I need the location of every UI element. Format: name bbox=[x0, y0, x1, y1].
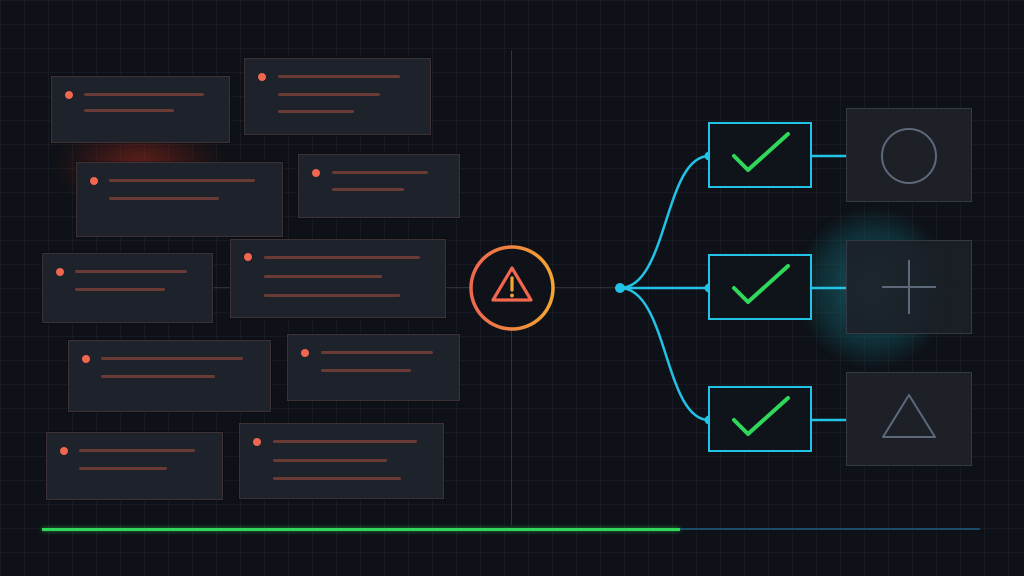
alert-text-line bbox=[84, 93, 204, 96]
triangle-icon bbox=[882, 394, 936, 438]
alert-card[interactable] bbox=[244, 58, 431, 135]
alert-text-line bbox=[332, 171, 428, 174]
alert-text-line bbox=[278, 110, 354, 113]
alert-card[interactable] bbox=[42, 253, 213, 323]
alert-dot-icon bbox=[244, 253, 252, 261]
alert-card[interactable] bbox=[287, 334, 460, 401]
alert-dot-icon bbox=[65, 91, 73, 99]
circle-icon bbox=[881, 128, 937, 184]
progress-bar bbox=[42, 527, 980, 531]
alert-text-line bbox=[278, 75, 400, 78]
branch-root-node bbox=[615, 283, 625, 293]
warning-triangle bbox=[491, 266, 533, 302]
alert-text-line bbox=[332, 188, 404, 191]
alert-card[interactable] bbox=[230, 239, 446, 318]
check-icon bbox=[732, 264, 790, 304]
alert-text-line bbox=[273, 477, 401, 480]
progress-fill bbox=[42, 527, 680, 531]
alert-text-line bbox=[84, 109, 174, 112]
alert-card[interactable] bbox=[298, 154, 460, 218]
alert-text-line bbox=[109, 179, 255, 182]
branch-connector-bottom bbox=[619, 286, 710, 422]
alert-text-line bbox=[75, 270, 187, 273]
plus-icon bbox=[882, 260, 936, 314]
alert-text-line bbox=[79, 467, 167, 470]
alert-dot-icon bbox=[301, 349, 309, 357]
alert-dot-icon bbox=[258, 73, 266, 81]
alert-text-line bbox=[278, 93, 380, 96]
alert-text-line bbox=[321, 351, 433, 354]
alert-card[interactable] bbox=[68, 340, 271, 412]
alert-card[interactable] bbox=[76, 162, 283, 237]
shape-box-triangle[interactable] bbox=[846, 372, 972, 466]
alert-text-line bbox=[264, 294, 400, 297]
alert-card[interactable] bbox=[239, 423, 444, 499]
alert-text-line bbox=[321, 369, 411, 372]
check-box-bottom[interactable] bbox=[708, 386, 812, 452]
alert-text-line bbox=[273, 440, 417, 443]
alert-text-line bbox=[101, 357, 243, 360]
alert-text-line bbox=[75, 288, 165, 291]
check-icon bbox=[732, 396, 790, 436]
shape-box-plus[interactable] bbox=[846, 240, 972, 334]
alert-text-line bbox=[264, 256, 420, 259]
alert-card[interactable] bbox=[51, 76, 230, 143]
check-box-middle[interactable] bbox=[708, 254, 812, 320]
warning-exclamation-dot bbox=[510, 293, 514, 298]
alert-dot-icon bbox=[56, 268, 64, 276]
alert-card[interactable] bbox=[46, 432, 223, 500]
alert-dot-icon bbox=[90, 177, 98, 185]
alert-text-line bbox=[79, 449, 195, 452]
alert-dot-icon bbox=[60, 447, 68, 455]
alert-text-line bbox=[101, 375, 215, 378]
branch-connector-top bbox=[619, 154, 710, 290]
alert-dot-icon bbox=[312, 169, 320, 177]
check-icon bbox=[732, 132, 790, 172]
alert-text-line bbox=[109, 197, 219, 200]
warning-triangle-icon[interactable] bbox=[467, 243, 557, 333]
alert-text-line bbox=[273, 459, 387, 462]
alert-text-line bbox=[264, 275, 382, 278]
alert-dot-icon bbox=[253, 438, 261, 446]
check-box-top[interactable] bbox=[708, 122, 812, 188]
shape-box-circle[interactable] bbox=[846, 108, 972, 202]
alert-dot-icon bbox=[82, 355, 90, 363]
